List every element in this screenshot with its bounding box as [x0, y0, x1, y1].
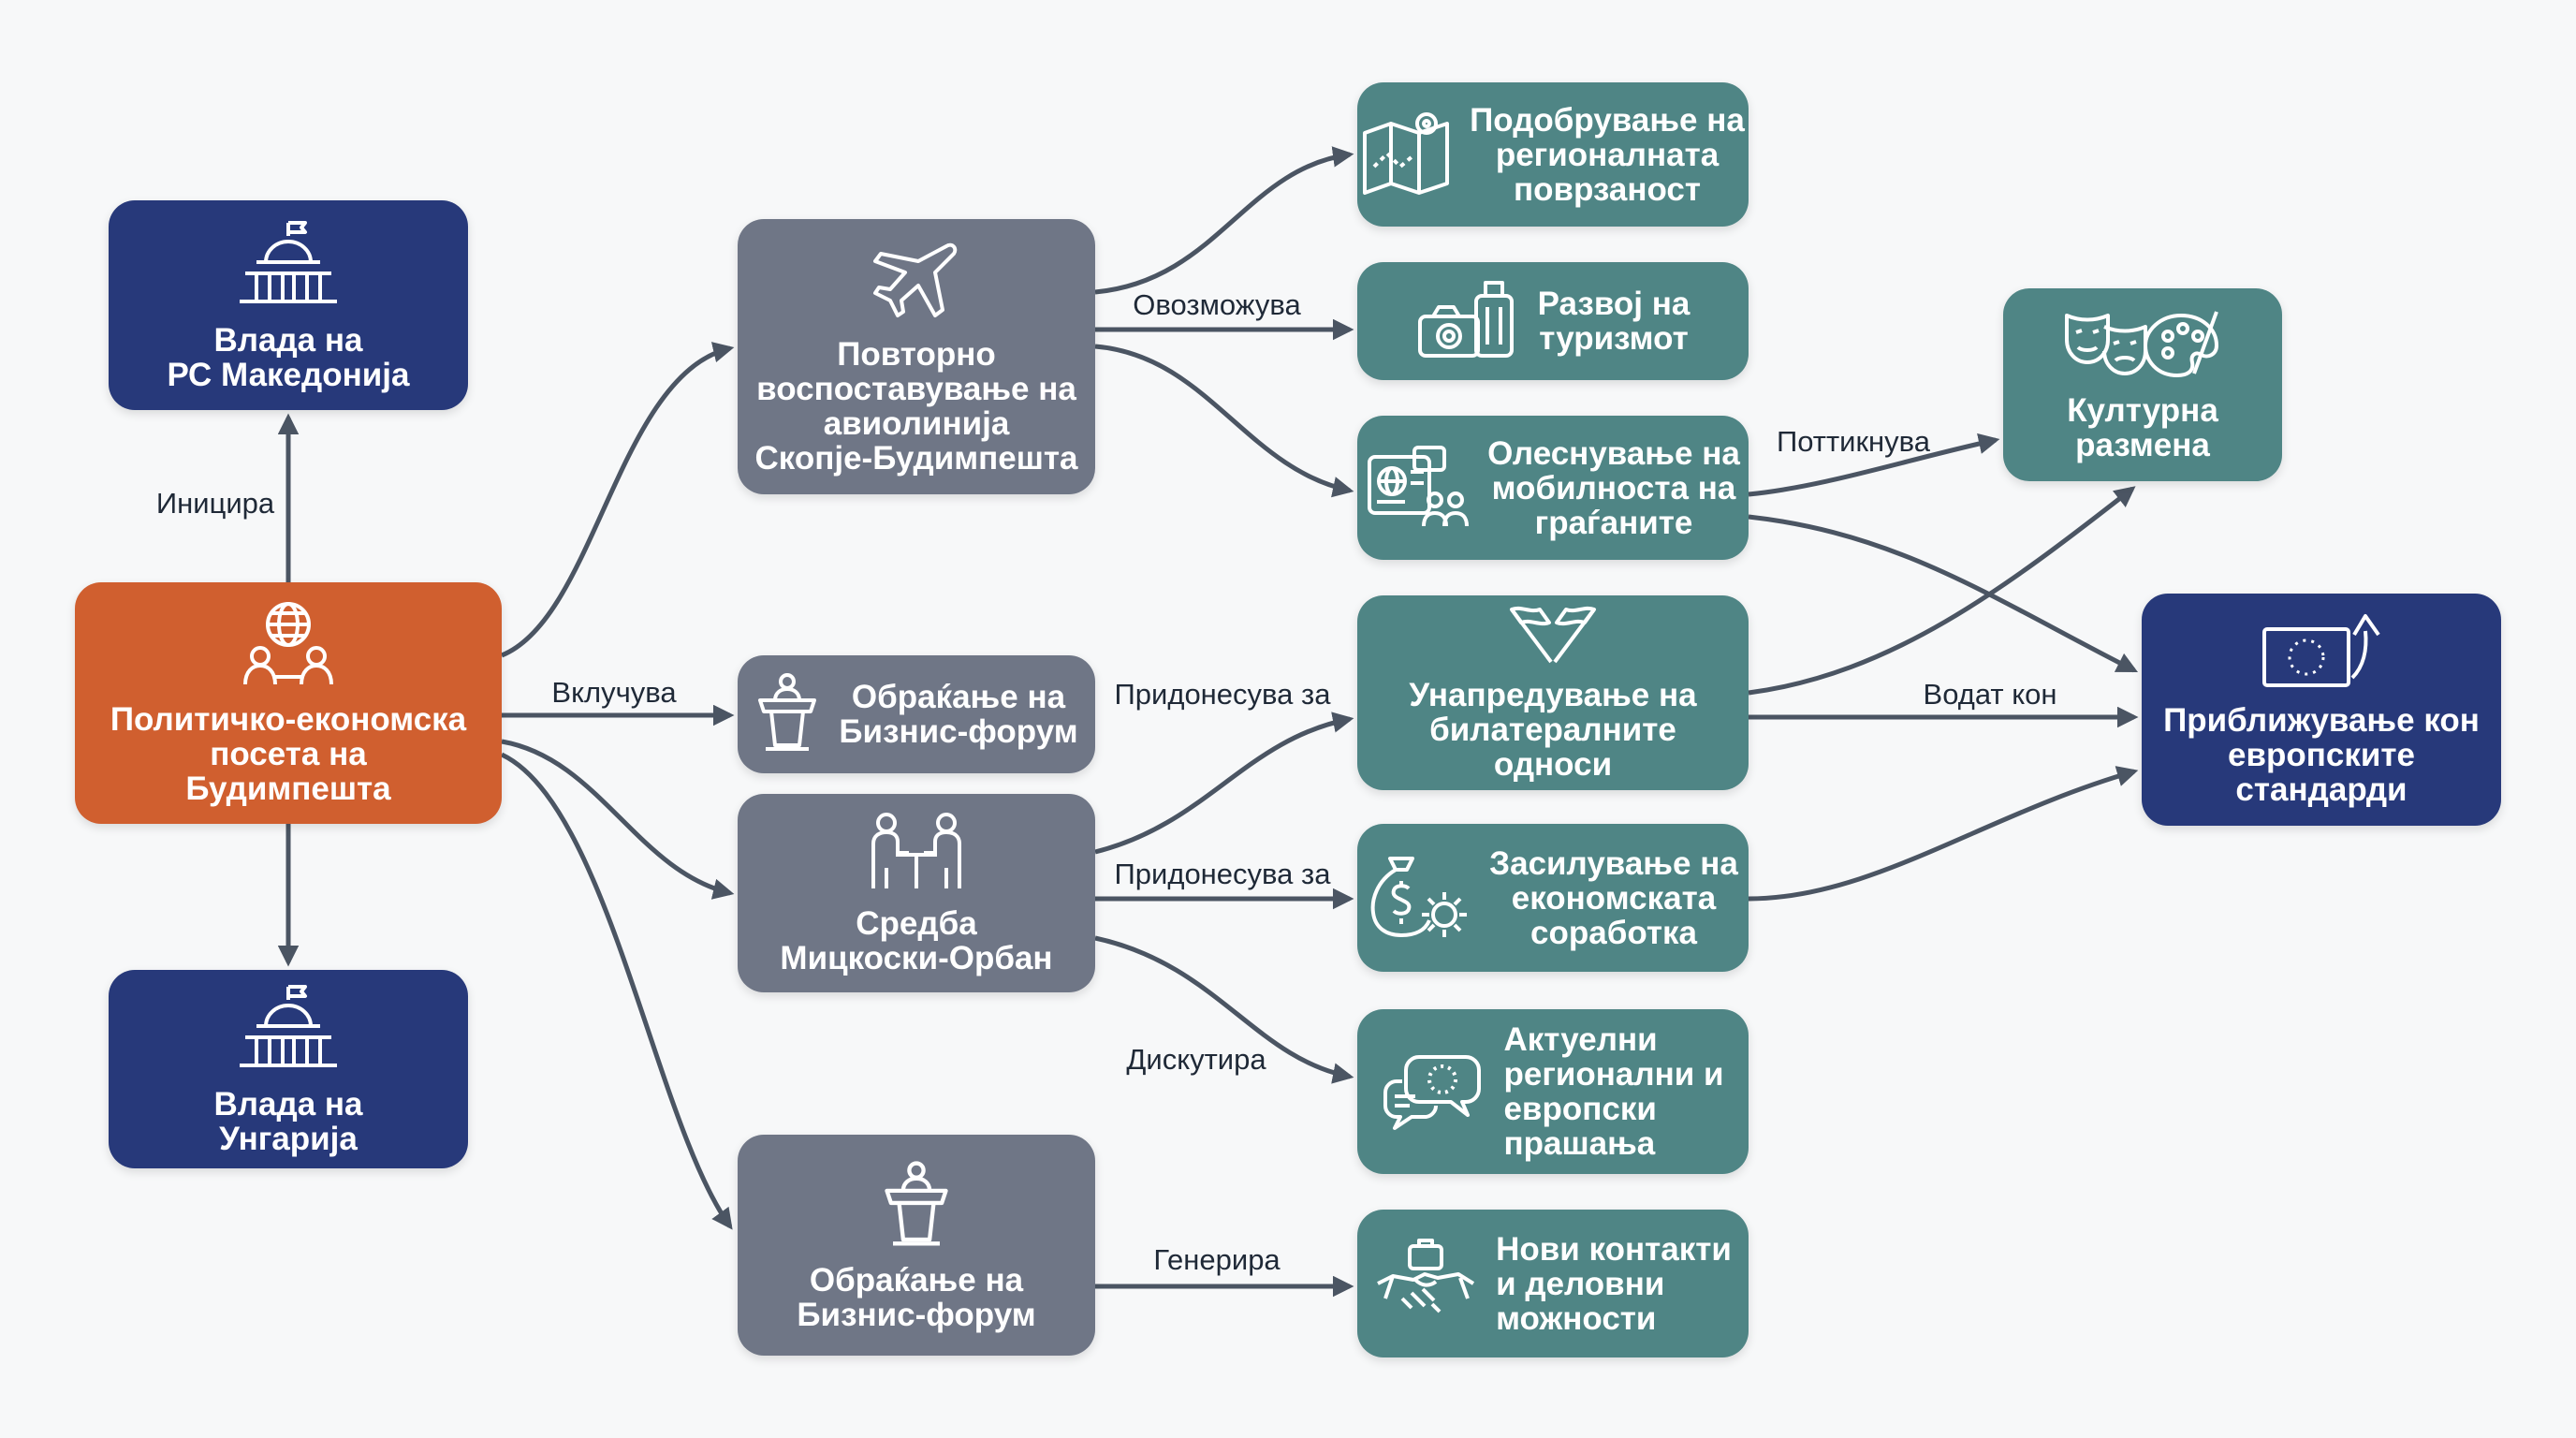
node-new-contacts: Нови контакти и деловни можности: [1357, 1210, 1749, 1357]
edge-label-initiates: Иницира: [155, 487, 275, 520]
node-visit-budapest: Политичко-економска посета на Будимпешта: [75, 582, 502, 824]
arrow-economic-to-eu: [1748, 766, 2139, 902]
handshake-briefcase-icon: [1374, 1237, 1477, 1331]
government-building-icon: [232, 983, 344, 1078]
node-economic-cooperation: Засилување на економската соработка: [1357, 824, 1749, 972]
node-regional-connectivity: Подобрување на регионалната поврзаност: [1357, 82, 1749, 227]
speech-eu-icon: [1382, 1048, 1485, 1137]
arrow-mobility-to-culture: [1748, 433, 2000, 497]
node-label: Културна размена: [2067, 391, 2218, 463]
node-label: Политичко-економска посета на Будимпешта: [110, 701, 467, 807]
node-label: Обраќање на Бизнис-форум: [797, 1261, 1036, 1333]
node-citizen-mobility: Олеснување на мобилноста на граѓаните: [1357, 416, 1749, 560]
arrow-flight-to-mobility: [1094, 344, 1354, 498]
edge-label-contributes-1: Придонесува за: [1114, 678, 1331, 711]
edge-label-discusses: Дискутира: [1126, 1043, 1266, 1076]
node-meeting-mickoski-orban: Средба Мицкоски-Орбан: [738, 794, 1095, 992]
map-route-icon: [1361, 110, 1451, 199]
podium-icon: [881, 1159, 952, 1254]
arrow-visit-to-flight: [501, 342, 735, 658]
node-label: Приближување кон европските стандарди: [2163, 702, 2480, 808]
money-gear-icon: [1368, 851, 1471, 946]
globe-people-icon: [242, 600, 335, 693]
meeting-table-icon: [862, 812, 971, 897]
node-european-standards: Приближување кон европските стандарди: [2142, 594, 2501, 826]
arrow-flight-to-connectivity: [1094, 146, 1354, 295]
node-flight-route: Повторно воспоставување на авиолинија Ск…: [738, 219, 1095, 494]
node-label: Развој на туризмот: [1537, 286, 1690, 357]
node-forum-address: Обраќање на Бизнис-форум: [738, 655, 1095, 773]
edge-label-contributes-2: Придонесува за: [1114, 858, 1331, 890]
node-regional-european-issues: Актуелни регионални и европски прашања: [1357, 1009, 1749, 1174]
government-building-icon: [232, 219, 344, 314]
edge-label-enables: Овозможува: [1133, 288, 1301, 321]
node-bilateral-relations: Унапредување на билатералните односи: [1357, 595, 1749, 790]
node-label: Олеснување на мобилноста на граѓаните: [1487, 434, 1740, 541]
node-label: Средба Мицкоски-Орбан: [780, 904, 1053, 976]
node-label: Засилување на економската соработка: [1489, 844, 1738, 951]
node-gov-hu: Влада на Унгарија: [109, 970, 468, 1168]
node-tourism-development: Развој на туризмот: [1357, 262, 1749, 380]
node-gov-mk: Влада на РС Македонија: [109, 200, 468, 410]
node-label: Повторно воспоставување на авиолинија Ск…: [754, 335, 1078, 477]
node-cultural-exchange: Културна размена: [2003, 288, 2282, 481]
arrow-meeting-to-bilateral: [1094, 712, 1354, 855]
edge-label-includes: Вклучува: [551, 676, 677, 709]
podium-icon: [754, 672, 820, 757]
passport-people-icon: [1366, 444, 1470, 533]
node-label: Актуелни регионални и европски прашања: [1503, 1021, 1724, 1162]
edge-label-generates: Генерира: [1153, 1243, 1281, 1276]
node-label: Подобрување на регионалната поврзаност: [1470, 101, 1745, 208]
edge-label-encourages: Поттикнува: [1776, 425, 1931, 458]
arrow-visit-to-meeting: [501, 739, 735, 900]
edge-label-leads-to: Водат кон: [1923, 678, 2057, 711]
camera-luggage-icon: [1416, 277, 1519, 366]
node-label: Обраќање на Бизнис-форум: [839, 679, 1078, 750]
arrow-visit-to-forum-2: [500, 752, 733, 1230]
node-label: Унапредување на билатералните односи: [1409, 677, 1697, 783]
node-label: Нови контакти и деловни можности: [1496, 1230, 1732, 1337]
node-label: Влада на РС Македонија: [167, 321, 410, 393]
node-label: Влада на Унгарија: [213, 1085, 363, 1157]
arrow-mobility-to-eu: [1748, 514, 2139, 673]
arrow-meeting-to-issues: [1094, 935, 1354, 1084]
theater-palette-icon: [2063, 308, 2222, 384]
eu-flag-arrow-icon: [2261, 612, 2382, 694]
arrow-bilateral-to-culture: [1748, 486, 2136, 696]
crossed-flags-icon: [1497, 604, 1609, 668]
node-forum-address-2: Обраќање на Бизнис-форум: [738, 1135, 1095, 1356]
airplane-icon: [871, 239, 961, 328]
